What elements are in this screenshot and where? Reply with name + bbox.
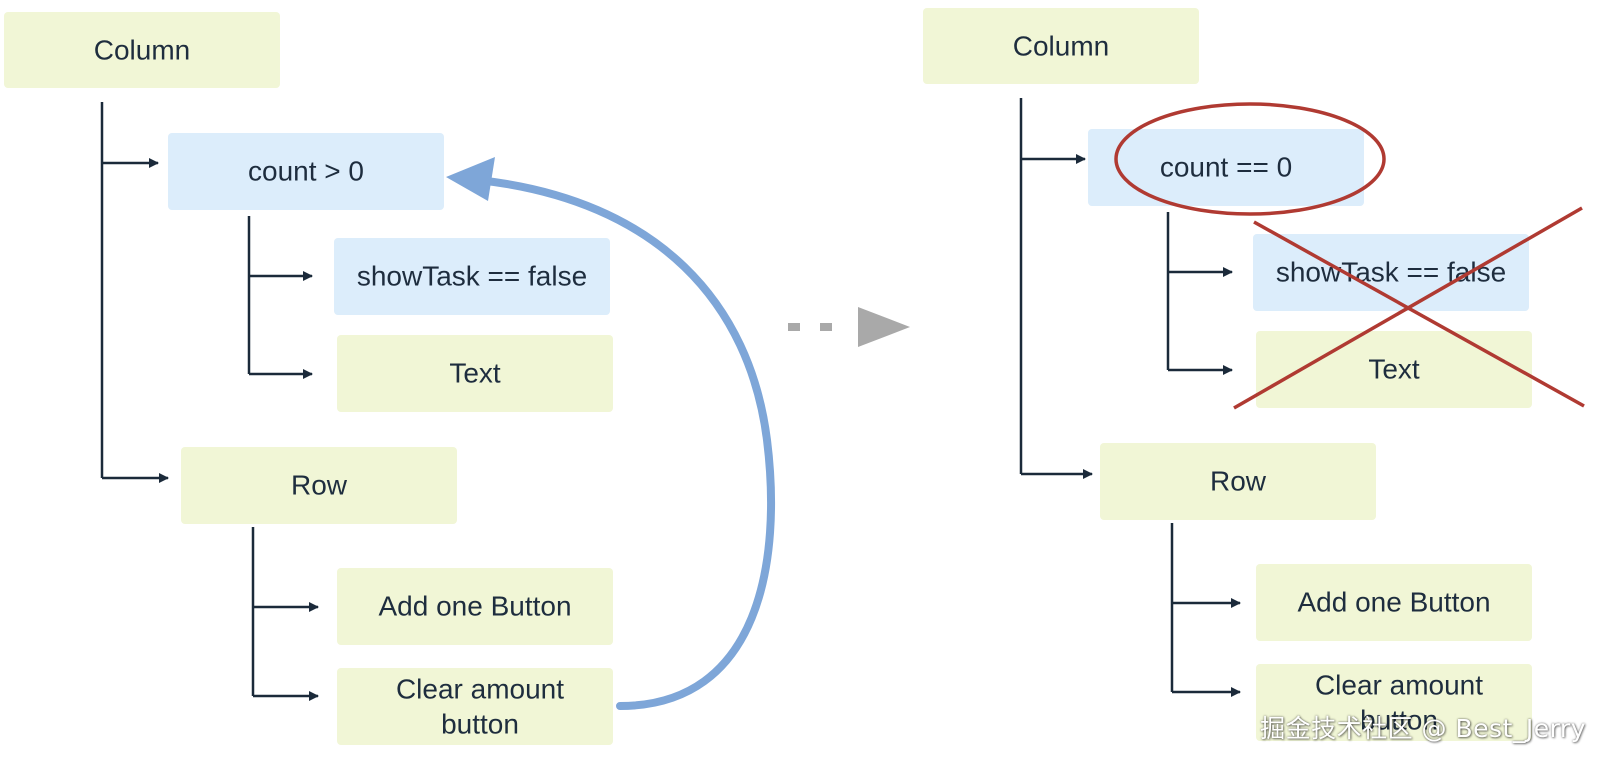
left-column-label: Column	[94, 35, 190, 66]
left-add-button-node: Add one Button	[337, 568, 613, 645]
changed-condition-highlight	[1114, 102, 1386, 216]
right-row-node: Row	[1100, 443, 1376, 520]
right-row-label: Row	[1210, 466, 1267, 497]
removed-subtree-cross	[1233, 206, 1585, 410]
left-tree-connectors	[100, 102, 319, 701]
right-text-label: Text	[1368, 354, 1420, 385]
left-tree: Column count > 0 showTask == false Text …	[4, 12, 613, 745]
left-clear-button-node: Clear amount button	[337, 668, 613, 745]
left-showtask-node: showTask == false	[334, 238, 610, 315]
right-condition-node: count == 0	[1088, 129, 1364, 206]
recomposition-feedback-arrow	[446, 157, 775, 710]
transition-arrow	[788, 307, 910, 347]
right-condition-label: count == 0	[1160, 152, 1292, 183]
right-column-label: Column	[1013, 31, 1109, 62]
right-clear-button-node: Clear amount button	[1256, 664, 1532, 741]
right-column-node: Column	[923, 8, 1199, 84]
left-text-label: Text	[449, 358, 501, 389]
left-row-node: Row	[181, 447, 457, 524]
right-clear-button-label-line1: Clear amount	[1315, 670, 1483, 701]
left-showtask-label: showTask == false	[357, 261, 587, 292]
right-add-button-label: Add one Button	[1297, 587, 1490, 618]
right-tree-connectors	[1019, 98, 1241, 697]
left-row-label: Row	[291, 470, 348, 501]
right-tree: Column count == 0 showTask == false Text…	[923, 8, 1585, 741]
watermark: 掘金技术社区 @ Best_Jerry	[1260, 714, 1586, 743]
right-text-node: Text	[1256, 331, 1532, 408]
left-column-node: Column	[4, 12, 280, 88]
left-text-node: Text	[337, 335, 613, 412]
right-clear-button-label-line2: button	[1360, 705, 1438, 736]
left-clear-button-label-line2: button	[441, 709, 519, 740]
left-condition-node: count > 0	[168, 133, 444, 210]
left-add-button-label: Add one Button	[378, 591, 571, 622]
left-condition-label: count > 0	[248, 156, 364, 187]
left-clear-button-label-line1: Clear amount	[396, 674, 564, 705]
right-add-button-node: Add one Button	[1256, 564, 1532, 641]
